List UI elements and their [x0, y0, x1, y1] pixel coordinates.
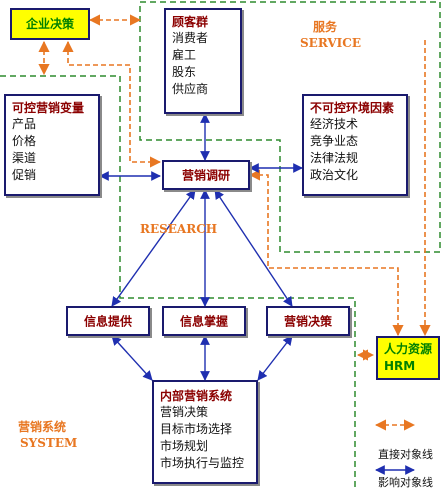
- internal-system-item: 市场执行与监控: [160, 456, 245, 470]
- internal-marketing-system-box: 内部营销系统 营销决策 目标市场选择 市场规划 市场执行与监控: [152, 380, 258, 484]
- hrm-label: 人力资源: [384, 342, 433, 356]
- controllable-item: 促销: [12, 168, 37, 182]
- service-label: 服务: [313, 20, 338, 34]
- internal-system-title: 内部营销系统: [160, 389, 233, 403]
- uncontrollable-factors-box: 不可控环境因素 经济技术 竞争业态 法律法规 政治文化: [302, 94, 408, 196]
- customer-group-box: 顾客群 消费者 雇工 股东 供应商: [164, 8, 242, 114]
- enterprise-decision-box: 企业决策: [10, 8, 90, 40]
- marketing-system-label-en: SYSTEM: [20, 436, 78, 450]
- customer-item: 雇工: [172, 48, 197, 62]
- influence-object-lines: [99, 113, 415, 475]
- hrm-label-en: HRM: [384, 359, 416, 373]
- enterprise-decision-label: 企业决策: [25, 17, 74, 31]
- internal-system-item: 市场规划: [160, 439, 209, 453]
- marketing-decision-box: 营销决策: [266, 306, 350, 336]
- marketing-research-box: 营销调研: [162, 160, 250, 190]
- internal-system-item: 目标市场选择: [160, 422, 233, 436]
- legend-direct-label: 直接对象线: [378, 448, 433, 461]
- marketing-research-label: 营销调研: [181, 168, 230, 183]
- uncontrollable-factors-title: 不可控环境因素: [310, 101, 395, 115]
- controllable-variables-box: 可控营销变量 产品 价格 渠道 促销: [4, 94, 100, 196]
- internal-system-item: 营销决策: [160, 405, 209, 419]
- controllable-item: 渠道: [12, 151, 37, 165]
- direct-object-lines: [38, 14, 431, 431]
- uncontrollable-item: 竞争业态: [310, 134, 359, 148]
- legend-influence-label: 影响对象线: [378, 476, 433, 489]
- uncontrollable-item: 政治文化: [310, 168, 359, 182]
- hrm-box: 人力资源 HRM: [376, 336, 440, 380]
- uncontrollable-item: 经济技术: [310, 117, 359, 131]
- service-label-en: SERVICE: [300, 36, 361, 50]
- info-master-box: 信息掌握: [162, 306, 246, 336]
- info-master-label: 信息掌握: [179, 314, 228, 329]
- marketing-system-label: 营销系统: [18, 420, 67, 434]
- info-provide-box: 信息提供: [66, 306, 150, 336]
- info-provide-label: 信息提供: [83, 314, 132, 329]
- uncontrollable-item: 法律法规: [310, 151, 359, 165]
- controllable-item: 价格: [12, 134, 37, 148]
- controllable-item: 产品: [12, 117, 37, 131]
- customer-group-title: 顾客群: [172, 15, 209, 29]
- marketing-decision-label: 营销决策: [283, 314, 332, 329]
- customer-item: 消费者: [172, 31, 209, 45]
- customer-item: 供应商: [172, 82, 209, 96]
- research-label-en: RESEARCH: [140, 222, 218, 236]
- customer-item: 股东: [172, 65, 197, 79]
- controllable-variables-title: 可控营销变量: [12, 101, 85, 115]
